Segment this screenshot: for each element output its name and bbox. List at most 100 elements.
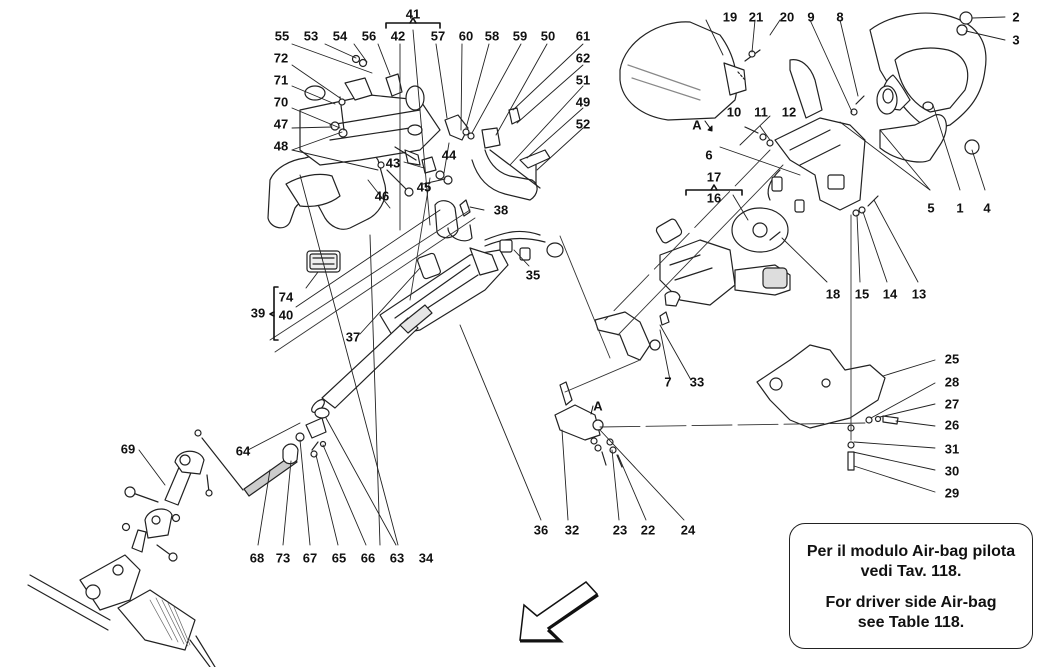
callout-35: 35 [525,267,541,283]
callout-50: 50 [540,28,556,44]
callout-51: 51 [575,72,591,88]
callout-34: 34 [418,550,434,566]
leader-lines [139,17,1005,545]
callout-44: 44 [441,147,457,163]
callout-28: 28 [944,374,960,390]
callout-14: 14 [882,286,898,302]
note-italian-line1: Per il modulo Air-bag pilota [806,543,1016,560]
callout-49: 49 [575,94,591,110]
callout-11: 11 [754,104,768,120]
callout-63: 63 [389,550,405,566]
callout-21: 21 [748,9,764,25]
column-mounting-bracket [555,312,669,467]
callout-42: 42 [390,28,406,44]
airbag-reference-note: Per il modulo Air-bag pilota vedi Tav. 1… [789,523,1033,649]
combination-switch [655,208,790,306]
steering-shaft [310,305,432,414]
key-label-plate [307,251,340,272]
callout-33: 33 [689,374,705,390]
callout-58: 58 [484,28,500,44]
callout-17: 17 [706,169,722,185]
callout-46: 46 [374,188,390,204]
callout-66: 66 [360,550,376,566]
callout-29: 29 [944,485,960,501]
callout-54: 54 [332,28,348,44]
callout-45: 45 [416,179,432,195]
callout-52: 52 [575,116,591,132]
callout-40: 40 [278,307,294,323]
steering-rack [28,530,215,667]
callout-55: 55 [274,28,290,44]
column-shroud-lower [757,345,898,470]
note-english-line2: see Table 118. [857,614,965,631]
callout-39: 39 [250,305,266,321]
callout-25: 25 [944,351,960,367]
callout-4: 4 [983,200,991,216]
callout-43: 43 [385,155,401,171]
callout-69: 69 [120,441,136,457]
callout-16: 16 [706,190,722,206]
callout-53: 53 [303,28,319,44]
callout-9: 9 [807,9,815,25]
callout-68: 68 [249,550,265,566]
note-italian-line2: vedi Tav. 118. [860,563,962,580]
callout-32: 32 [564,522,580,538]
callout-19: 19 [722,9,738,25]
callout-1: 1 [956,200,964,216]
callout-60: 60 [458,28,474,44]
callout-3: 3 [1012,32,1020,48]
column-shroud-upper [620,22,746,120]
view-arrow [591,121,712,414]
callout-48: 48 [273,138,289,154]
universal-joint [123,430,244,561]
callout-70: 70 [273,94,289,110]
callout-15: 15 [854,286,870,302]
callout-18: 18 [825,286,841,302]
callout-38: 38 [493,202,509,218]
callout-26: 26 [944,417,960,433]
intermediate-shaft [244,408,329,496]
callout-64: 64 [235,443,251,459]
callout-59: 59 [512,28,528,44]
callout-7: 7 [664,374,672,390]
callout-6: 6 [705,147,713,163]
callout-47: 47 [273,116,289,132]
callout-62: 62 [575,50,591,66]
pedal-bracket [268,74,440,229]
column-switch-bracket [745,50,878,216]
note-english-line1: For driver side Air-bag [825,594,997,611]
callout-13: 13 [911,286,927,302]
callout-61: 61 [575,28,591,44]
callout-56: 56 [361,28,377,44]
callout-24: 24 [680,522,696,538]
callout-30: 30 [944,463,960,479]
callout-73: 73 [275,550,291,566]
callout-72: 72 [273,50,289,66]
callout-5: 5 [927,200,935,216]
callout-20: 20 [779,9,795,25]
callout-2: 2 [1012,9,1020,25]
callout-31: 31 [944,441,960,457]
callout-74: 74 [278,289,294,305]
callout-12: 12 [781,104,797,120]
callout-10: 10 [726,104,742,120]
callout-41: 41 [405,6,421,22]
callout-23: 23 [612,522,628,538]
view-marker-a: A [692,117,702,133]
alignment-lines [270,150,865,440]
callout-57: 57 [430,28,446,44]
callout-8: 8 [836,9,844,25]
group-brackets [270,18,742,340]
bracket-fasteners [331,56,452,197]
callout-36: 36 [533,522,549,538]
callout-27: 27 [944,396,960,412]
view-marker-a-lower: A [593,398,603,414]
pedal-arm [445,108,550,200]
callout-65: 65 [331,550,347,566]
callout-71: 71 [273,72,289,88]
callout-22: 22 [640,522,656,538]
callout-37: 37 [345,329,361,345]
callout-67: 67 [302,550,318,566]
front-direction-arrow [520,582,598,641]
